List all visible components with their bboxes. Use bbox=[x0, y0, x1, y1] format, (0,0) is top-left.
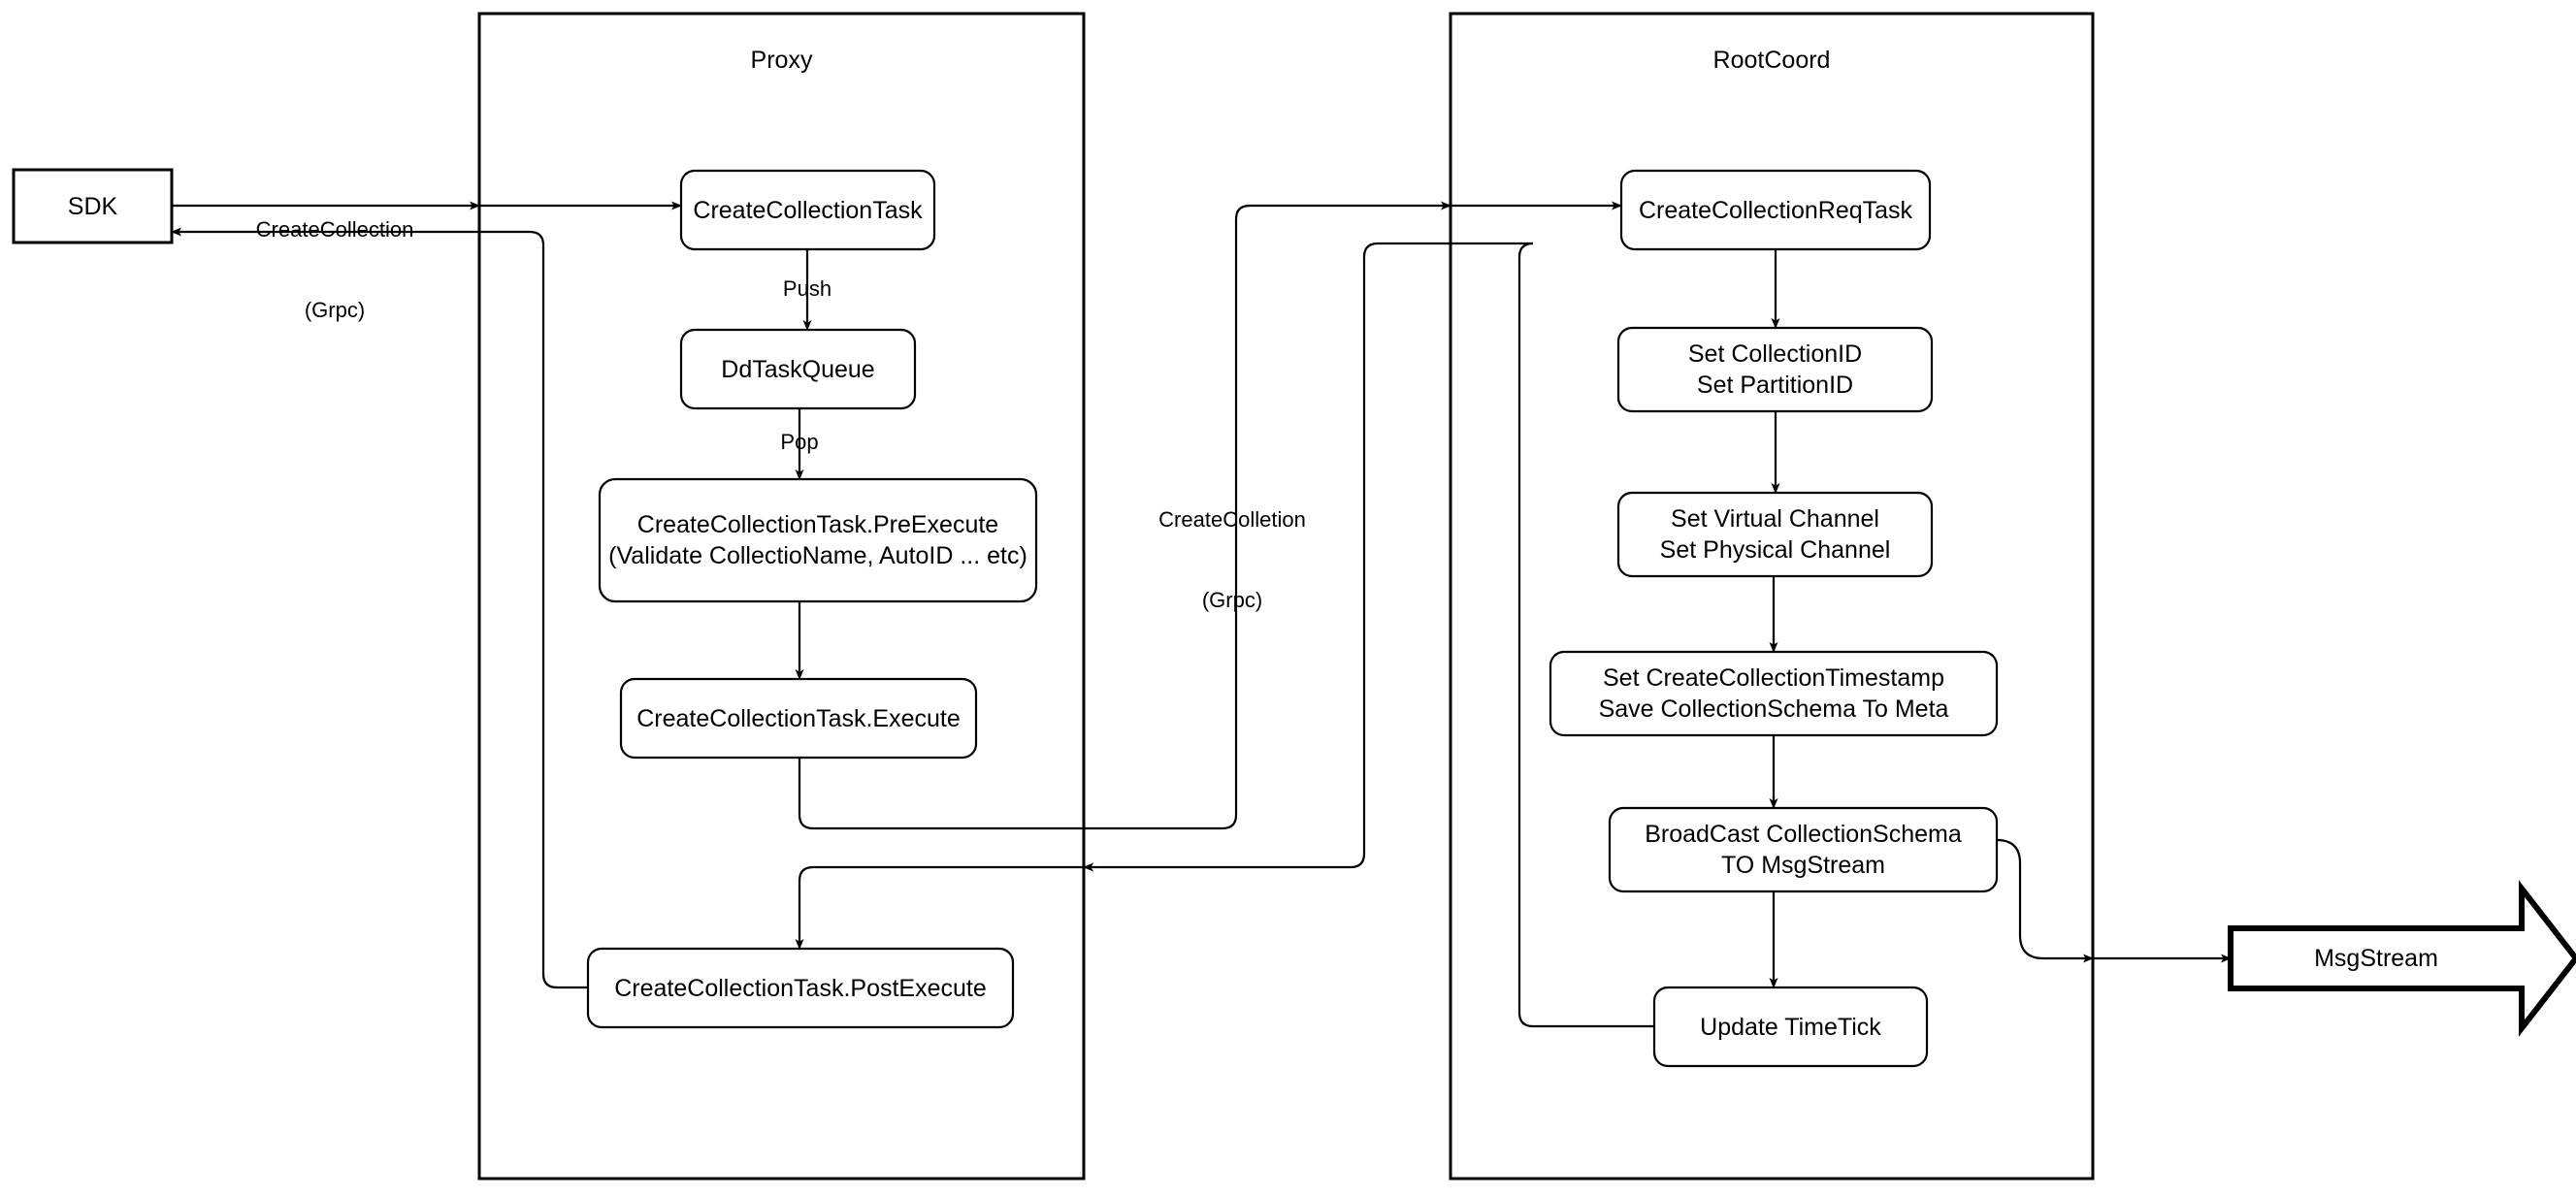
node-pre-execute-box bbox=[598, 477, 1038, 603]
node-msgstream-shape bbox=[2228, 880, 2576, 1037]
node-create-collection-task-box bbox=[679, 169, 936, 251]
edge-execute-to-rootcoord bbox=[798, 758, 1223, 830]
edge-label-sdk-to-proxy-line2: (Grpc) bbox=[304, 297, 366, 322]
edge-label-proxy-to-rootcoord: CreateColletion (Grpc) bbox=[1121, 453, 1344, 666]
node-update-timetick-box bbox=[1652, 986, 1929, 1068]
edge-label-sdk-to-proxy: CreateCollection (Grpc) bbox=[199, 163, 471, 376]
node-execute-box bbox=[619, 677, 978, 760]
node-req-task-box bbox=[1619, 169, 1932, 251]
node-dd-task-queue-box bbox=[679, 328, 917, 410]
edge-label-pop: Pop bbox=[780, 430, 819, 454]
edge-rootcoord-return bbox=[1097, 242, 1451, 869]
edge-broadcast-to-msgstream bbox=[1996, 838, 2094, 963]
edge-post-execute-to-return bbox=[479, 230, 588, 989]
edge-label-sdk-to-proxy-line1: CreateCollection bbox=[255, 217, 414, 242]
edge-timetick-feedback bbox=[1451, 242, 1654, 1028]
node-set-meta-box bbox=[1549, 650, 1999, 737]
node-sdk-box bbox=[12, 168, 174, 244]
edge-label-proxy-to-rootcoord-line1: CreateColletion bbox=[1158, 507, 1306, 532]
group-title-rootcoord: RootCoord bbox=[1712, 47, 1831, 74]
edge-label-proxy-to-rootcoord-line2: (Grpc) bbox=[1201, 587, 1263, 612]
node-broadcast-box bbox=[1608, 806, 1999, 893]
node-set-channel-box bbox=[1616, 491, 1934, 578]
edge-proxy-boundary-to-postexecute bbox=[795, 865, 1084, 950]
group-title-proxy: Proxy bbox=[750, 47, 813, 74]
edge-label-push: Push bbox=[782, 276, 832, 301]
edge-grpc-up-to-rootcoord bbox=[1222, 201, 1451, 830]
node-post-execute-box bbox=[586, 947, 1015, 1029]
node-set-ids-box bbox=[1616, 326, 1934, 413]
